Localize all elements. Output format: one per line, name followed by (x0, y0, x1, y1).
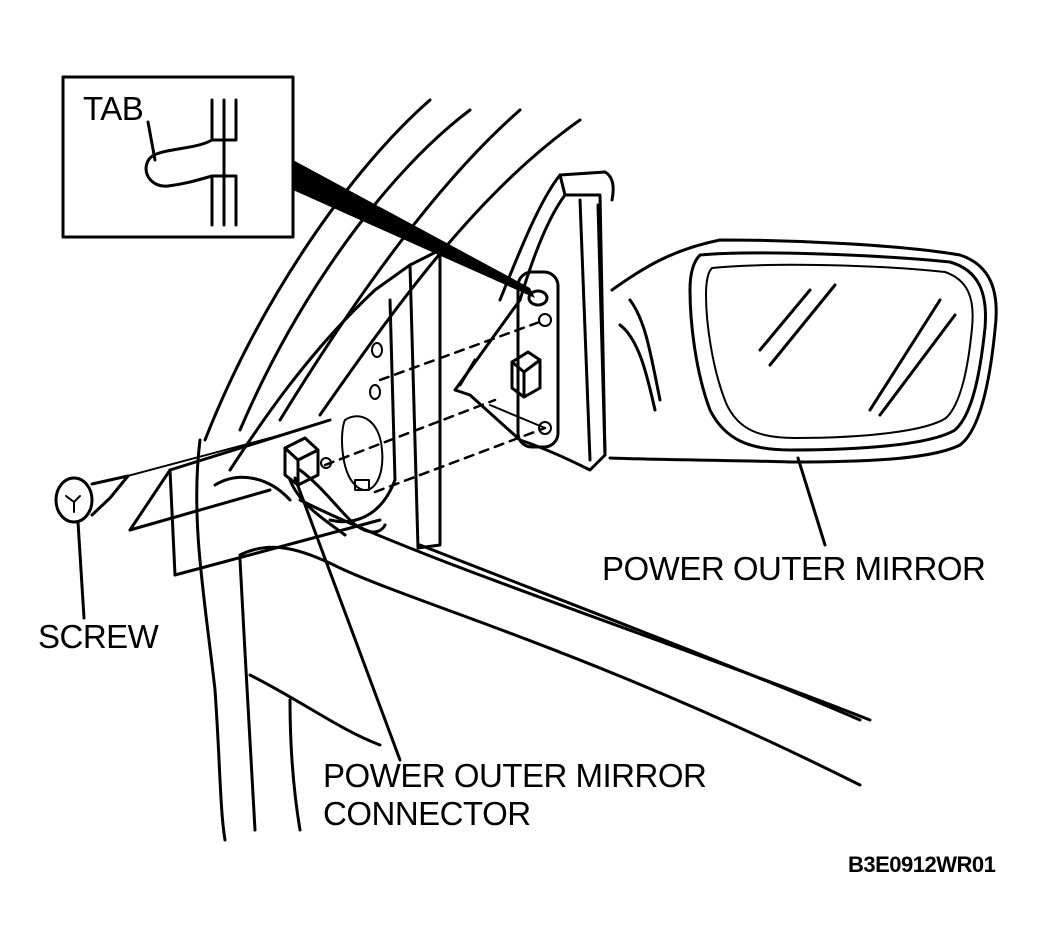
connector (283, 436, 387, 537)
connector-label-line2: CONNECTOR (323, 795, 531, 832)
screw-icon (54, 474, 130, 524)
connector-label-line1: POWER OUTER MIRROR (323, 757, 707, 794)
door-body (195, 98, 872, 842)
screw-label: SCREW (38, 618, 159, 655)
leader-lines (76, 120, 827, 762)
mirror-housing (608, 238, 998, 464)
power-outer-mirror-label: POWER OUTER MIRROR (602, 550, 986, 587)
callout-pointer (293, 160, 535, 298)
alignment-lines (119, 318, 547, 494)
mirror-base (453, 170, 615, 472)
figure-code: B3E0912WR01 (848, 852, 996, 877)
tab-detail-inset (61, 75, 535, 298)
tab-label: TAB (83, 90, 144, 127)
door-trim-plate (228, 248, 442, 550)
